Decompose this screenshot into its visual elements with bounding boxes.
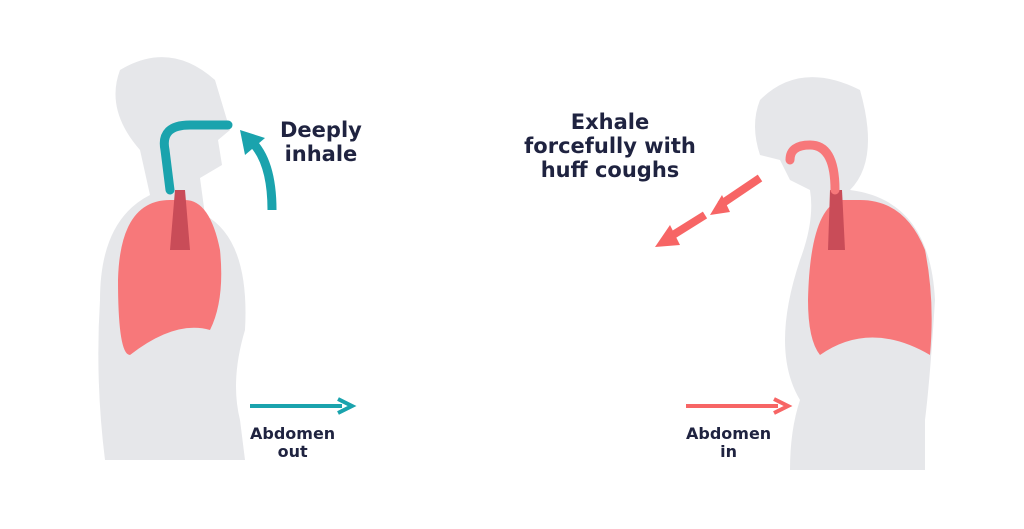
exhale-label: Exhale forcefully with huff coughs — [524, 110, 696, 183]
left-figure — [98, 57, 357, 461]
right-lungs — [808, 200, 932, 355]
inhale-label: Deeply inhale — [280, 118, 362, 167]
abdomen-out-label: Abdomen out — [250, 424, 336, 462]
abdomen-in-label: Abdomen in — [686, 424, 772, 462]
inhale-arrow — [246, 136, 277, 211]
left-airway — [159, 120, 233, 195]
exhale-arrows — [662, 174, 763, 244]
left-lungs — [118, 200, 222, 355]
right-figure — [655, 77, 935, 470]
